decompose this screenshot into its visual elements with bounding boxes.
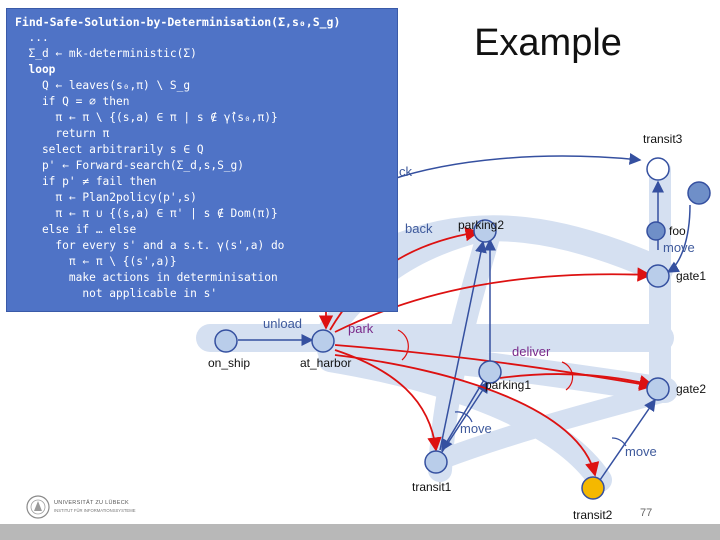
- university-logo: UNIVERSITÄT ZU LÜBECK INSTITUT FÜR INFOR…: [26, 494, 166, 522]
- algorithm-line: return π: [15, 127, 110, 140]
- angle-mark-parking1: [561, 361, 574, 391]
- algorithm-line: select arbitrarily s ∈ Q: [15, 143, 204, 156]
- policy-harbor-gate2: [334, 344, 654, 391]
- algorithm-line: Q ← leaves(s₀,π) \ S_g: [15, 79, 191, 92]
- node-labels: on_ship at_harbor parking1 parking2 tran…: [208, 132, 706, 522]
- policy-harbor-gate1: [334, 267, 652, 333]
- angle-marks-blue: [454, 411, 627, 447]
- label-gate1: gate1: [676, 269, 706, 283]
- node-transit1: [424, 450, 448, 474]
- algorithm-line: loop: [15, 63, 56, 76]
- logo-line-2: INSTITUT FÜR INFORMATIONSSYSTEME: [54, 508, 136, 513]
- label-parking2: parking2: [458, 218, 504, 232]
- label-transit3: transit3: [643, 132, 683, 146]
- page-number: 77: [640, 507, 653, 519]
- algorithm-line: not applicable in s': [15, 287, 218, 300]
- node-parking2: [473, 219, 497, 243]
- label-on-ship: on_ship: [208, 356, 250, 370]
- band-harbor-to-gate2: [317, 337, 678, 403]
- angle-marks: [397, 329, 574, 391]
- angle-mark-transit2: [611, 437, 627, 447]
- action-back-upper: back: [405, 221, 433, 236]
- node-foo: [646, 221, 666, 241]
- action-park: park: [348, 321, 374, 336]
- algorithm-line: Σ_d ← mk-deterministic(Σ): [15, 47, 197, 60]
- band-harbor-to-transit2: [318, 348, 612, 492]
- action-back-cut: ck: [399, 164, 413, 179]
- algorithm-line: if Q = ∅ then: [15, 95, 130, 108]
- logo-line-1: UNIVERSITÄT ZU LÜBECK: [54, 500, 129, 506]
- action-move-mid: move: [460, 421, 492, 436]
- node-gate2: [646, 377, 670, 401]
- algorithm-line: ...: [15, 31, 49, 44]
- edge-transit1-parking2: [439, 240, 487, 451]
- band-transit1-gate2: [430, 382, 675, 470]
- blue-edges: [238, 152, 691, 481]
- label-parking1: parking1: [485, 378, 531, 392]
- footer-bar: [0, 524, 720, 540]
- node-gate1: [646, 264, 670, 288]
- algorithm-line: π ← π \ {(s,a) ∈ π | s ∉ γ̂(s₀,π)}: [15, 111, 278, 124]
- node-transit2: [581, 476, 605, 500]
- action-move-right: move: [625, 444, 657, 459]
- action-deliver: deliver: [512, 344, 551, 359]
- edge-transit2-right: [599, 398, 656, 481]
- label-gate2: gate2: [676, 382, 706, 396]
- algorithm-line: π ← π \ {(s',a)}: [15, 255, 177, 268]
- algorithm-line: make actions in determinisation: [15, 271, 278, 284]
- nodes: [214, 157, 711, 500]
- action-unload: unload: [263, 316, 302, 331]
- edge-right-gate1: [666, 204, 691, 273]
- algorithm-line: π ← Plan2policy(p',s): [15, 191, 197, 204]
- node-at-harbor: [311, 329, 335, 353]
- algorithm-line: p' ← Forward-search(Σ_d,s,S_g): [15, 159, 245, 172]
- node-parking1: [478, 360, 502, 384]
- algorithm-box: Find-Safe-Solution-by-Determinisation(Σ,…: [6, 8, 398, 312]
- seal-icon: [26, 495, 50, 519]
- algorithm-line: Find-Safe-Solution-by-Determinisation(Σ,…: [15, 15, 341, 29]
- node-top-right: [687, 181, 711, 205]
- policy-parking1-gate2: [499, 373, 654, 390]
- label-transit1: transit1: [412, 480, 452, 494]
- algorithm-line: if p' ≠ fail then: [15, 175, 157, 188]
- node-on-ship: [214, 329, 238, 353]
- angle-mark-harbor: [397, 329, 409, 361]
- algorithm-line: π ← π ∪ {(s,a) ∈ π' | s ∉ Dom(π)}: [15, 207, 278, 220]
- band-to-gate1: [377, 215, 673, 283]
- label-foo: foo: [669, 224, 686, 238]
- label-transit2: transit2: [573, 508, 613, 522]
- label-at-harbor: at_harbor: [300, 356, 351, 370]
- edge-transit1-parking1: [441, 380, 489, 453]
- edge-transit3-top: [389, 152, 642, 181]
- algorithm-line: else if … else: [15, 223, 137, 236]
- algorithm-line: for every s' and a s.t. γ(s',a) do: [15, 239, 285, 252]
- action-labels: unload park deliver back ck move move mo…: [263, 164, 695, 459]
- policy-harbor-transit2: [334, 354, 600, 477]
- node-transit3: [646, 157, 670, 181]
- angle-mark-transit1: [454, 411, 473, 423]
- action-move-foo: move: [663, 240, 695, 255]
- slide-title: Example: [474, 22, 622, 64]
